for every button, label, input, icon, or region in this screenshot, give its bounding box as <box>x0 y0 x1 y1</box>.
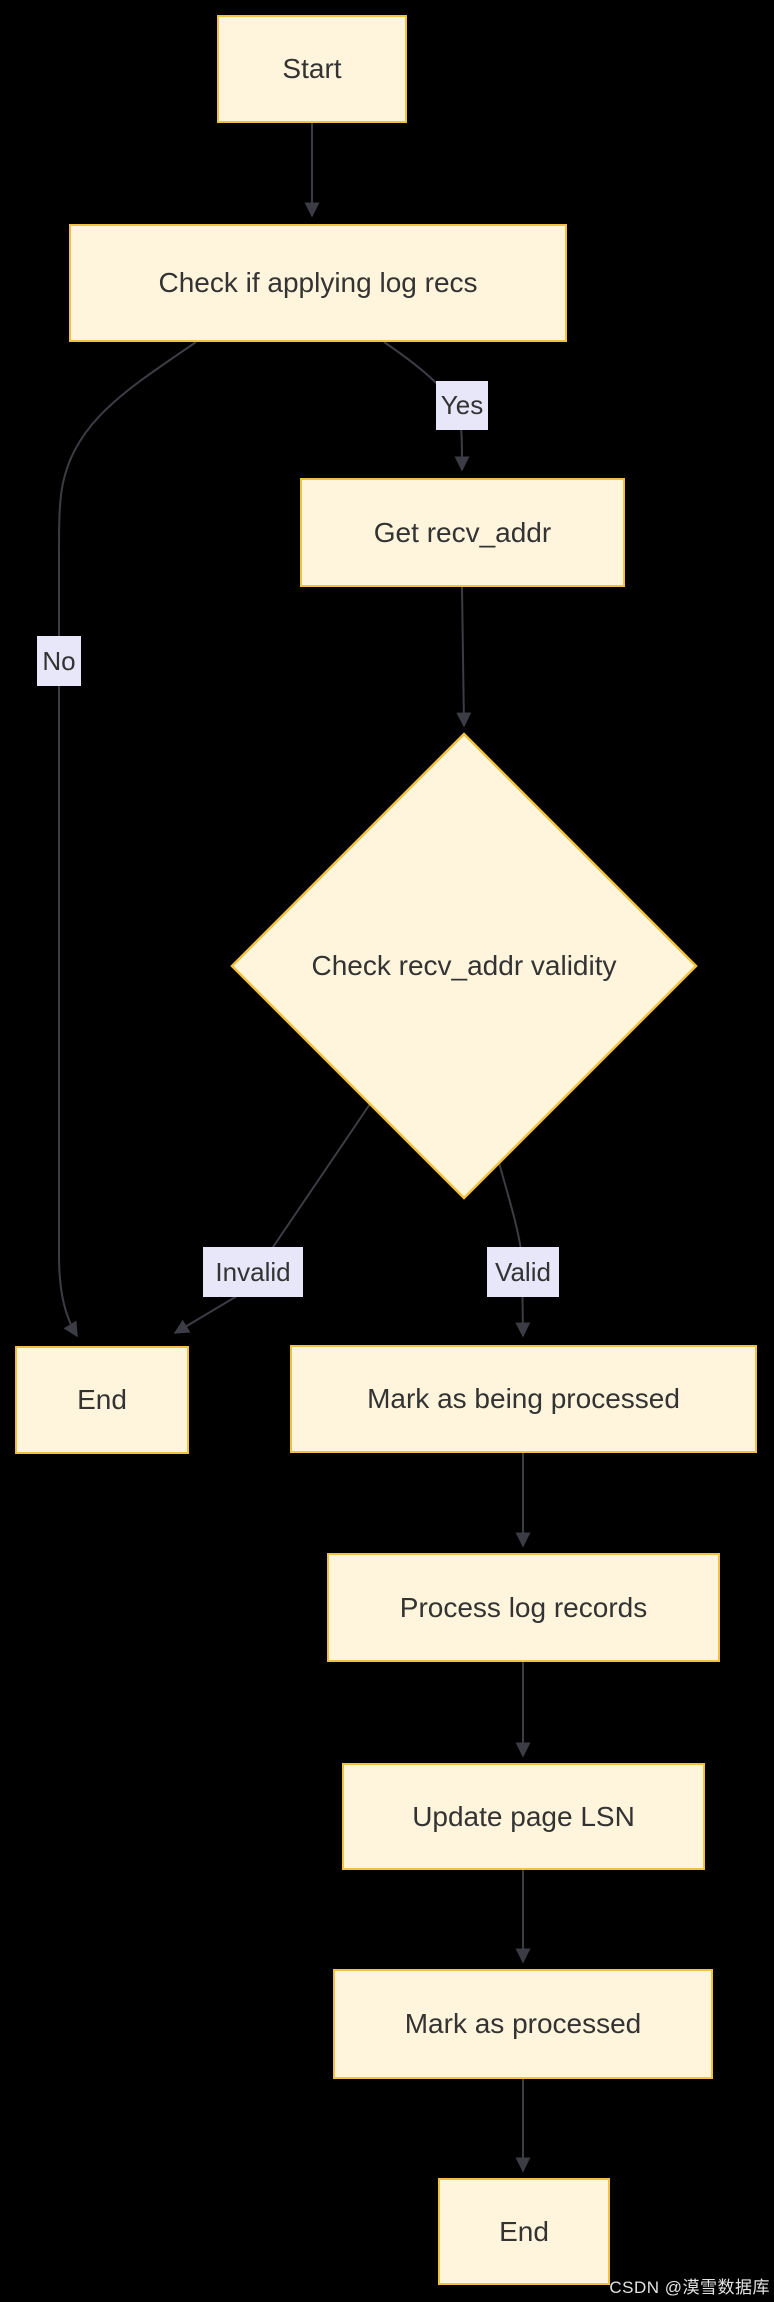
node-start: Start <box>217 15 407 123</box>
edge-label-no: No <box>37 636 81 686</box>
node-mark-processed: Mark as processed <box>333 1969 713 2079</box>
csdn-watermark: CSDN @漠雪数据库 <box>609 2278 770 2297</box>
node-check-validity-diamond-shape <box>230 732 698 1200</box>
node-check-validity-label: Check recv_addr validity <box>311 950 617 981</box>
node-end-left: End <box>15 1346 189 1454</box>
node-update-page-lsn: Update page LSN <box>342 1763 705 1870</box>
node-get-recv-addr: Get recv_addr <box>300 478 625 587</box>
edge-label-valid: Valid <box>487 1247 559 1297</box>
node-check-applying: Check if applying log recs <box>69 224 567 342</box>
node-end-bottom: End <box>438 2178 610 2285</box>
node-process-log-records: Process log records <box>327 1553 720 1662</box>
edge-label-yes: Yes <box>436 381 488 430</box>
edge-validity-to-end-left <box>173 1103 371 1334</box>
edge-check-to-end-left <box>58 341 197 1338</box>
node-mark-being-processed: Mark as being processed <box>290 1345 757 1453</box>
edge-label-invalid: Invalid <box>203 1247 303 1297</box>
edge-get-recv-addr-to-validity <box>456 586 472 728</box>
